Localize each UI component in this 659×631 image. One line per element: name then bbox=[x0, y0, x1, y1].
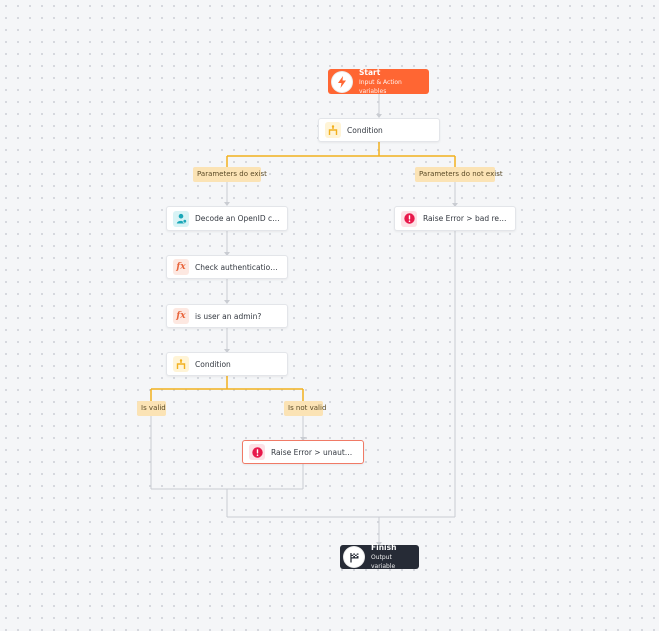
condition-label: Condition bbox=[195, 359, 231, 369]
start-subtitle: Input & Action variables bbox=[359, 78, 402, 95]
fx-icon: fx bbox=[173, 308, 189, 324]
condition-node-1[interactable]: Condition bbox=[318, 118, 440, 142]
finish-subtitle: Output variable bbox=[371, 554, 396, 570]
branch-icon bbox=[325, 122, 341, 138]
branch-label-params-exist[interactable]: Parameters do exist bbox=[193, 167, 267, 182]
condition-node-2[interactable]: Condition bbox=[166, 352, 288, 376]
lightning-icon bbox=[331, 70, 353, 93]
condition-label: Condition bbox=[347, 125, 383, 135]
start-title: Start bbox=[359, 67, 381, 77]
finish-node[interactable]: Finish Output variable bbox=[340, 543, 419, 570]
branch-label-params-not-exist[interactable]: Parameters do not exist bbox=[415, 167, 503, 182]
branch-label-is-not-valid[interactable]: Is not valid bbox=[284, 401, 326, 416]
finish-title: Finish bbox=[371, 543, 397, 552]
flag-icon bbox=[343, 546, 365, 568]
is-admin-node[interactable]: fx is user an admin? bbox=[166, 304, 288, 328]
exclamation-icon bbox=[249, 444, 265, 460]
decode-label: Decode an OpenID connec... bbox=[195, 214, 281, 223]
branch-label-is-valid[interactable]: Is valid bbox=[137, 401, 166, 416]
check-auth-expiry-node[interactable]: fx Check authentication expir... bbox=[166, 255, 288, 279]
raise-error-bad-request-label: Raise Error > bad request bbox=[423, 214, 509, 223]
fx-icon: fx bbox=[173, 259, 189, 275]
decode-openid-node[interactable]: Decode an OpenID connec... bbox=[166, 206, 288, 231]
raise-error-unauthorized-label: Raise Error > unauthorized bbox=[271, 447, 357, 457]
branch-icon bbox=[173, 356, 189, 372]
start-node[interactable]: Start Input & Action variables bbox=[328, 67, 429, 95]
raise-error-unauthorized-node[interactable]: Raise Error > unauthorized bbox=[242, 440, 364, 464]
check-auth-label: Check authentication expir... bbox=[195, 262, 281, 272]
is-admin-label: is user an admin? bbox=[195, 311, 262, 321]
exclamation-icon bbox=[401, 210, 417, 227]
raise-error-bad-request-node[interactable]: Raise Error > bad request bbox=[394, 206, 516, 231]
user-icon bbox=[173, 210, 189, 227]
